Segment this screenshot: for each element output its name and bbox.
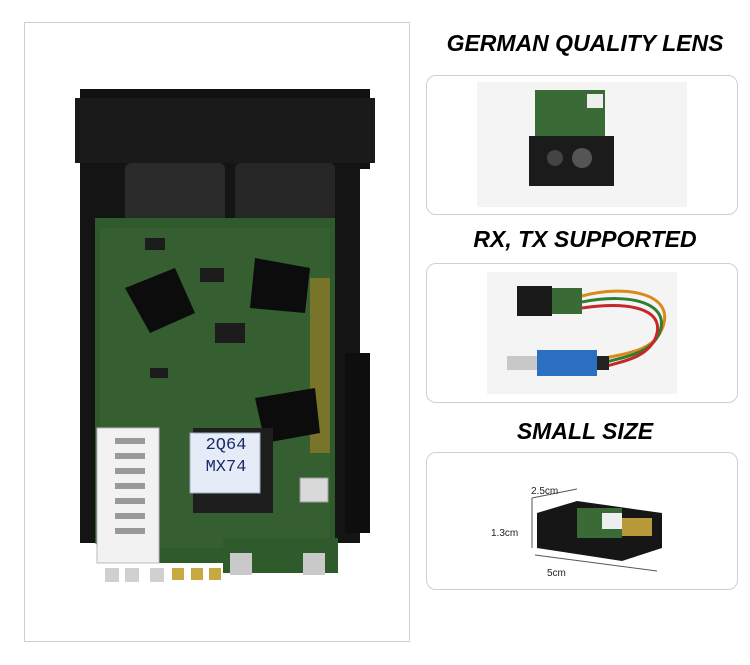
usb-adapter-photo (487, 272, 677, 394)
heading-size: SMALL SIZE (516, 418, 654, 444)
chip-label-line1: 2Q64 (205, 436, 247, 455)
chip-label-line2: MX74 (205, 458, 247, 477)
heading-rxtx: RX, TX SUPPORTED (473, 226, 697, 252)
heading-lens: GERMAN QUALITY LENS (446, 30, 724, 56)
size-module-photo (531, 488, 662, 572)
chip-label: 2Q64 MX74 (193, 435, 259, 479)
laser-module-photo (75, 89, 375, 582)
card-size: 2.5cm 1.3cm 5cm (426, 452, 738, 590)
dimension-width: 2.5cm (531, 486, 559, 497)
card-lens (426, 75, 738, 215)
dimension-length: 5cm (547, 568, 566, 579)
lens-module-photo (477, 82, 687, 207)
dimension-height: 1.3cm (491, 528, 519, 539)
main-product-photo-frame: 2Q64 MX74 (24, 22, 410, 642)
card-rxtx (426, 263, 738, 403)
